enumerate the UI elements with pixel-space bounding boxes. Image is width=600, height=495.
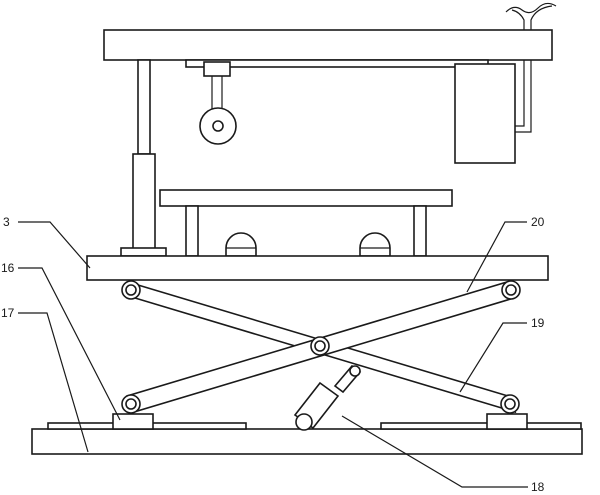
top-rail [185,59,489,68]
pivot-center-inner [314,340,326,352]
roller-hub [212,120,224,132]
leader-20 [466,221,527,293]
cylinder-rod-eye [349,365,361,377]
pivot-top-left-inner [125,284,137,296]
callout-3: 3 [3,215,10,229]
slide-block-right [486,413,528,430]
leader-lines [18,221,528,488]
table-leg-left [185,205,199,257]
callout-16: 16 [1,261,15,275]
roller-mount [203,61,231,77]
hanging-roller [199,61,237,145]
leader-16 [18,267,121,421]
callout-20: 20 [531,215,545,229]
motor-box [454,63,516,164]
leader-19 [459,322,527,393]
base-rail-right [380,422,582,430]
column-foot [120,247,167,257]
cable-end-inner [511,9,525,30]
upper-platform [86,255,549,281]
base-plate [31,428,583,455]
leader-3 [18,221,91,269]
work-table [159,189,453,257]
table-top [159,189,453,207]
pivot-top-right-inner [505,284,517,296]
upper-column [137,59,151,155]
top-beam [103,29,553,61]
base-assembly [31,413,583,455]
pivot-bottom-left-inner [125,398,137,410]
cable-outer [515,60,532,133]
callout-19: 19 [531,316,545,330]
dome-clamp-left [225,232,257,257]
cable-end-outer [530,5,553,30]
callout-17: 17 [1,306,15,320]
dome-clamp-right [359,232,391,257]
scissor-mechanism [121,280,521,414]
slide-block-left [112,413,154,430]
motor-assembly [454,2,557,164]
cylinder-base-pin [295,413,313,431]
pivot-bottom-right-inner [504,398,516,410]
cable-inner [515,60,525,127]
leader-17 [18,312,89,453]
hydraulic-cylinder [293,364,362,431]
leader-18 [341,415,528,488]
cable-break-mark [505,2,557,14]
lower-column [132,153,156,251]
table-leg-right [413,205,427,257]
callout-18: 18 [531,480,545,494]
